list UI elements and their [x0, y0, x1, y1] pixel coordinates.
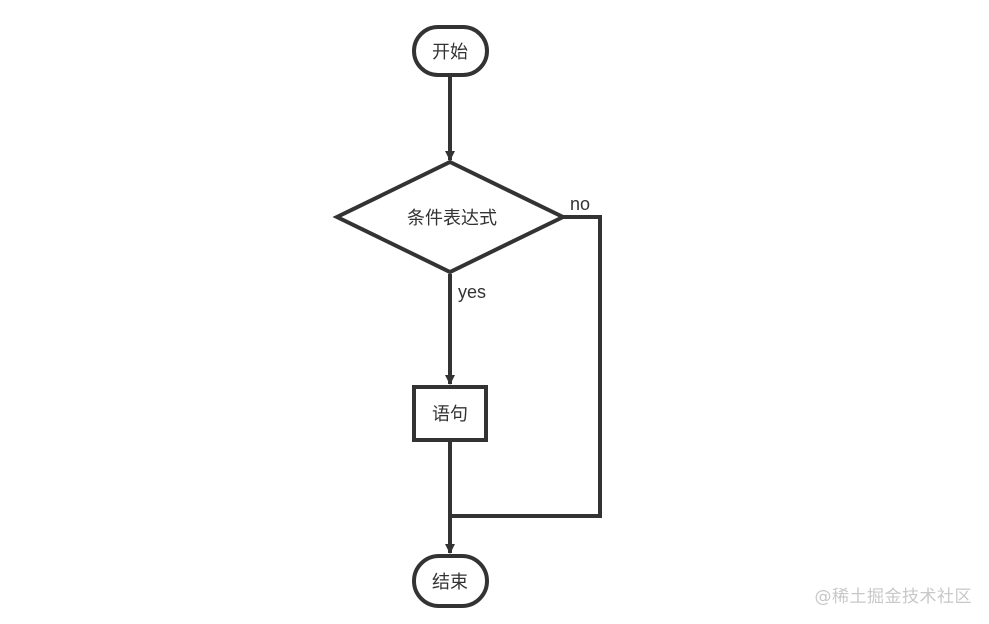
start-node-shape [412, 25, 489, 77]
condition-node: 条件表达式 [332, 159, 568, 275]
end-node-shape [412, 554, 489, 608]
statement-node: 语句 [412, 385, 488, 442]
condition-node-shape [332, 159, 568, 275]
end-node-label: 结束 [432, 572, 468, 593]
statement-node-shape [412, 385, 488, 442]
statement-node-label: 语句 [432, 404, 468, 425]
no-branch-connector [450, 215, 602, 518]
condition-node-label: 条件表达式 [407, 208, 497, 229]
start-node-label: 开始 [432, 42, 468, 63]
end-node: 结束 [412, 554, 489, 608]
start-node: 开始 [412, 25, 489, 77]
no-edge-label: no [570, 194, 590, 214]
yes-edge-label: yes [458, 282, 486, 302]
watermark-text: @稀土掘金技术社区 [814, 587, 972, 607]
